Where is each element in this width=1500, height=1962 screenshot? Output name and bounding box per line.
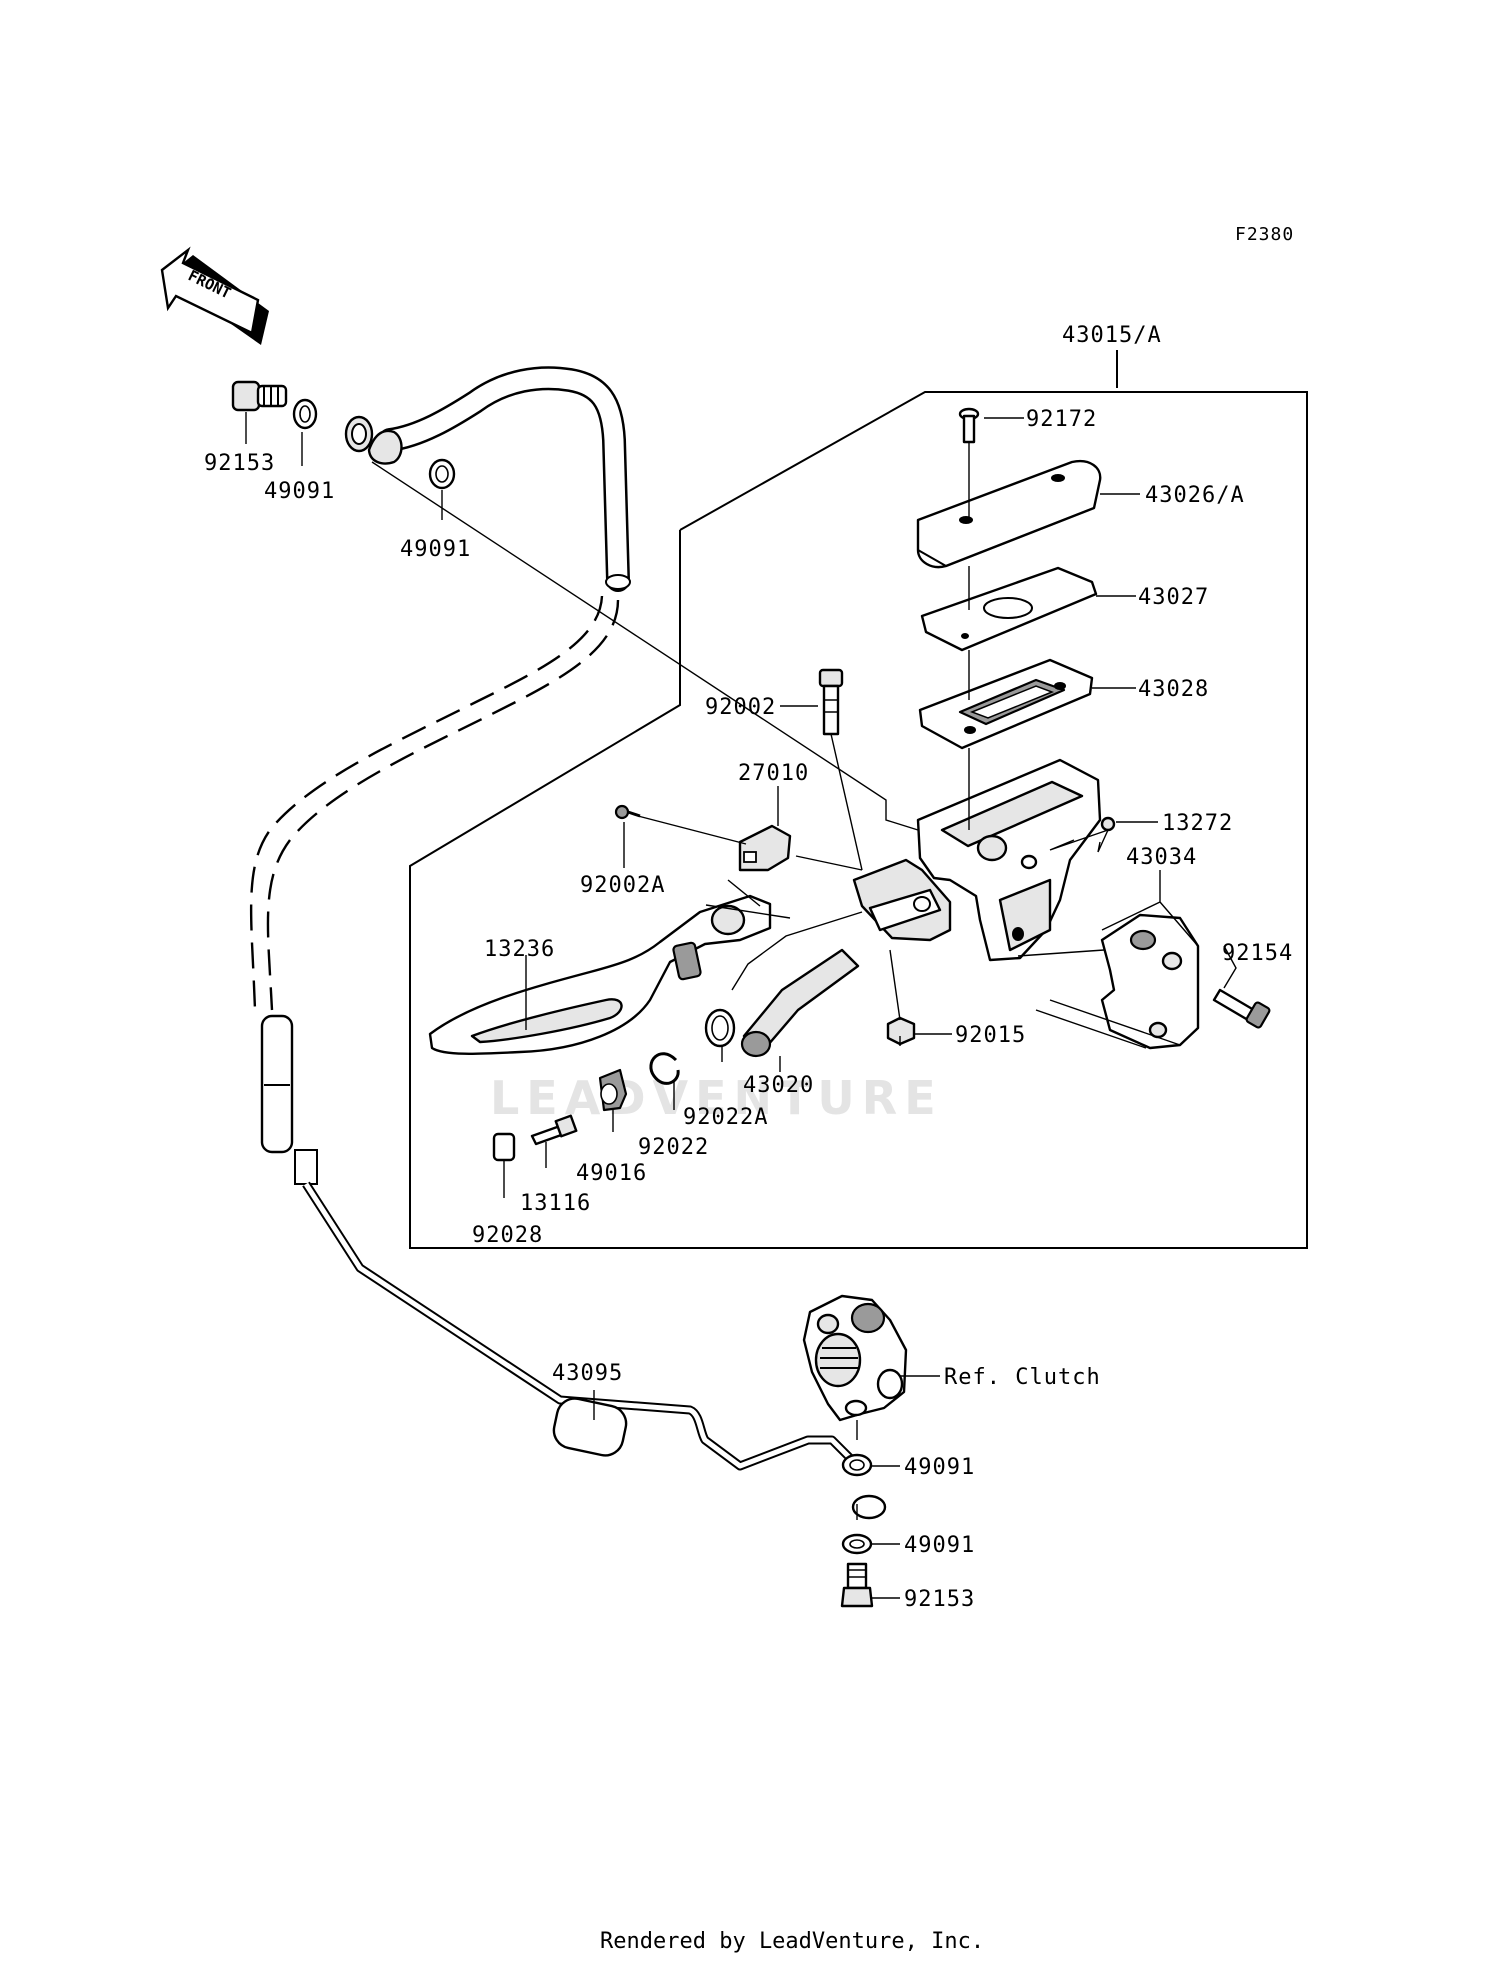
- boot-49016: [598, 1068, 628, 1112]
- label-92028: 92028: [472, 1223, 543, 1248]
- leader-lines: [245, 412, 1237, 1599]
- bolt-92154: [1212, 988, 1271, 1029]
- label-43027: 43027: [1138, 585, 1209, 610]
- banjo-bolt-92153-bottom: [840, 1562, 874, 1608]
- label-92002: 92002: [705, 695, 776, 720]
- lever-holder: [852, 858, 952, 942]
- label-92002A: 92002A: [580, 873, 665, 898]
- label-43020: 43020: [743, 1073, 814, 1098]
- banjo-bolt-92153-top: [231, 380, 288, 412]
- screw-92172: [958, 407, 980, 444]
- label-13236: 13236: [484, 937, 555, 962]
- footer-credit: Rendered by LeadVenture, Inc.: [600, 1929, 984, 1954]
- nut-13272: [1100, 816, 1116, 832]
- clutch-lever-13236: [428, 894, 772, 1055]
- label-13116: 13116: [520, 1191, 591, 1216]
- label-92153-top: 92153: [204, 451, 275, 476]
- clutch-release-cylinder: [802, 1294, 908, 1422]
- label-92015: 92015: [955, 1023, 1026, 1048]
- diagram-code: F2380: [1235, 224, 1294, 245]
- label-43028: 43028: [1138, 677, 1209, 702]
- switch-27010: [738, 824, 792, 872]
- cap-92028: [492, 1132, 516, 1162]
- master-cylinder-body: [916, 758, 1102, 962]
- label-49091-top2: 49091: [400, 537, 471, 562]
- label-43015: 43015/A: [1062, 323, 1162, 348]
- label-49091-top1: 49091: [264, 479, 335, 504]
- nut-92015: [886, 1016, 916, 1046]
- assembly-bracket: [409, 350, 1308, 1249]
- label-92022A: 92022A: [683, 1105, 768, 1130]
- label-43034: 43034: [1126, 845, 1197, 870]
- diaphragm-plate-43027: [920, 566, 1098, 652]
- label-92172: 92172: [1026, 407, 1097, 432]
- label-49091-bot1: 49091: [904, 1455, 975, 1480]
- label-ref-clutch: Ref. Clutch: [944, 1365, 1101, 1390]
- clutch-hose: [249, 366, 887, 1520]
- label-49091-bot2: 49091: [904, 1533, 975, 1558]
- circlip-92022: [649, 1052, 680, 1085]
- piston-43020: [740, 948, 860, 1058]
- label-43026: 43026/A: [1145, 483, 1245, 508]
- front-arrow-icon: FRONT: [160, 246, 269, 345]
- pin-13116: [530, 1114, 578, 1146]
- label-92154: 92154: [1222, 941, 1293, 966]
- label-92153-bottom: 92153: [904, 1587, 975, 1612]
- watermark: LEADVENTURE: [490, 1071, 943, 1125]
- label-49016: 49016: [576, 1161, 647, 1186]
- label-13272: 13272: [1162, 811, 1233, 836]
- pivot-bolt-92002: [818, 668, 844, 736]
- clamp-43034: [1100, 913, 1200, 1050]
- screw-92002A: [614, 804, 641, 820]
- reservoir-cover-43026: [916, 459, 1102, 569]
- label-27010: 27010: [738, 761, 809, 786]
- label-43095: 43095: [552, 1361, 623, 1386]
- label-92022: 92022: [638, 1135, 709, 1160]
- diaphragm-43028: [918, 658, 1094, 750]
